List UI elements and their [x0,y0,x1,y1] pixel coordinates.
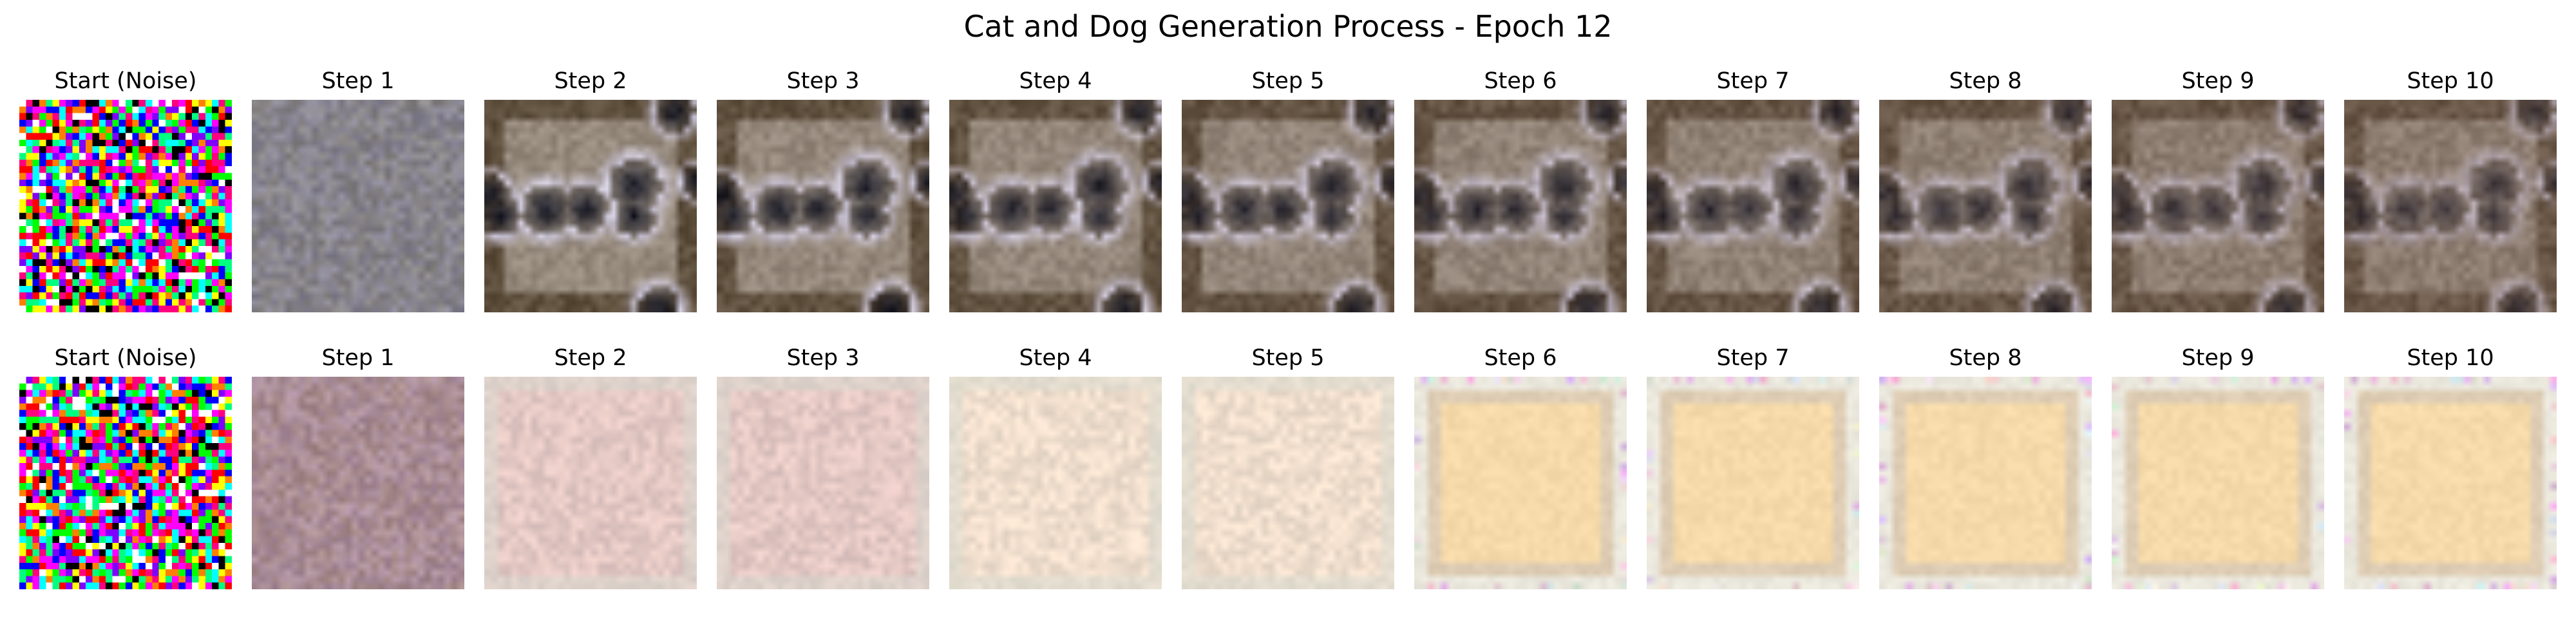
panel-title: Step 10 [2407,345,2494,371]
generated-image-panel [1879,377,2092,589]
generated-image [1182,100,1394,312]
generated-image-panel [1879,100,2092,312]
generated-image [949,100,1162,312]
panel-title: Step 7 [1716,68,1790,94]
generated-image [717,100,929,312]
generated-image [2344,100,2557,312]
generated-image [717,377,929,589]
panel-title: Step 9 [2181,68,2255,94]
generated-image-panel [2112,100,2324,312]
generated-image [1182,377,1394,589]
panel-title: Step 3 [786,68,860,94]
panel-title: Step 10 [2407,68,2494,94]
generated-image-panel [19,100,232,312]
generated-image-panel [949,100,1162,312]
generated-image [2112,100,2324,312]
generated-image [1879,377,2092,589]
generated-image [1647,100,1859,312]
generated-image-panel [2344,377,2557,589]
generated-image [1414,100,1627,312]
generated-image-panel [252,100,464,312]
generated-image [1414,377,1627,589]
generated-image [1647,377,1859,589]
generated-image [2112,377,2324,589]
generated-image-panel [2112,377,2324,589]
generated-image [19,377,232,589]
panel-title: Step 2 [554,345,627,371]
generated-image-panel [1182,377,1394,589]
generated-image [949,377,1162,589]
panel-title: Step 4 [1019,68,1092,94]
panel-title: Step 6 [1484,345,1557,371]
panel-title: Start (Noise) [54,68,197,94]
panel-title: Step 4 [1019,345,1092,371]
generated-image-panel [1647,377,1859,589]
generated-image [252,377,464,589]
generated-image-panel [717,100,929,312]
generated-image-panel [252,377,464,589]
panel-title: Step 1 [321,68,395,94]
panel-title: Step 8 [1949,68,2022,94]
panel-title: Step 1 [321,345,395,371]
panel-title: Step 5 [1251,68,1325,94]
generated-image [2344,377,2557,589]
panel-title: Step 6 [1484,68,1557,94]
generated-image [484,100,697,312]
panel-title: Step 3 [786,345,860,371]
generated-image-panel [949,377,1162,589]
generated-image [1879,100,2092,312]
panel-title: Step 2 [554,68,627,94]
figure-title: Cat and Dog Generation Process - Epoch 1… [963,9,1613,44]
panel-title: Step 9 [2181,345,2255,371]
generated-image-panel [1414,377,1627,589]
generated-image-panel [2344,100,2557,312]
generated-image-panel [484,100,697,312]
panel-title: Step 7 [1716,345,1790,371]
generated-image-panel [19,377,232,589]
generated-image-panel [1647,100,1859,312]
generated-image [252,100,464,312]
panel-title: Start (Noise) [54,345,197,371]
generated-image-panel [717,377,929,589]
generated-image-panel [1414,100,1627,312]
generated-image [19,100,232,312]
panel-title: Step 5 [1251,345,1325,371]
generated-image-panel [484,377,697,589]
panel-title: Step 8 [1949,345,2022,371]
generated-image [484,377,697,589]
generated-image-panel [1182,100,1394,312]
